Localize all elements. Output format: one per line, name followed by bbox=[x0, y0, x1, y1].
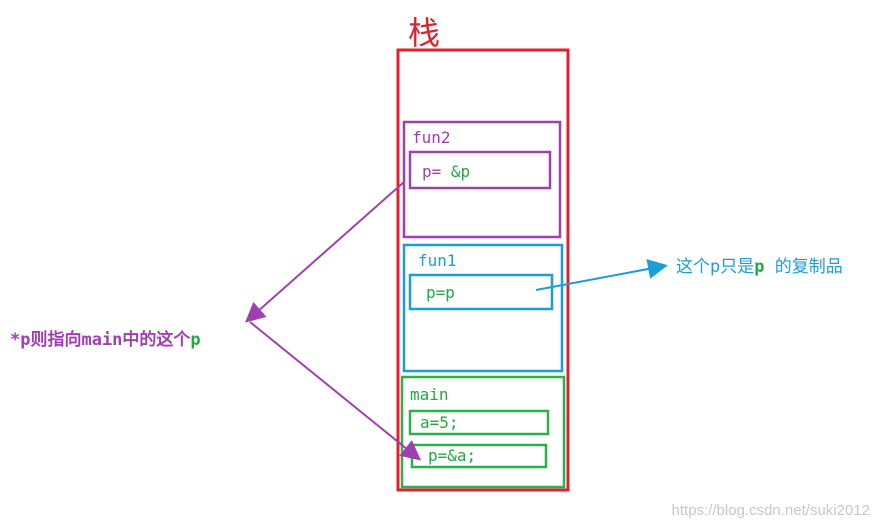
fun2-frame bbox=[402, 120, 562, 239]
fun2-var-text: p= &p bbox=[422, 162, 470, 181]
deref-annotation: *p则指向main中的这个p bbox=[10, 329, 201, 350]
fun1-var-box bbox=[408, 273, 554, 311]
fun2-var-box bbox=[408, 150, 552, 190]
watermark: https://blog.csdn.net/suki2012 bbox=[672, 502, 870, 519]
copy-annotation: 这个p只是p 的复制品 bbox=[676, 257, 843, 277]
fun1-label: fun1 bbox=[418, 251, 457, 270]
fun2-var-value: &p bbox=[451, 162, 470, 181]
main-var-a-text: a=5; bbox=[420, 413, 459, 432]
copy-annotation-part1: 这个p只是 bbox=[676, 257, 754, 277]
fun2-label: fun2 bbox=[412, 128, 451, 147]
main-var-a-box bbox=[408, 409, 550, 436]
stack-title: 栈 bbox=[408, 14, 440, 52]
pointer-arrow-to-label bbox=[245, 181, 405, 323]
main-label: main bbox=[410, 385, 449, 404]
stack-frame bbox=[396, 48, 570, 492]
copy-annotation-part3: 的复制品 bbox=[765, 257, 843, 277]
main-frame bbox=[400, 375, 566, 489]
deref-annotation-p: p bbox=[190, 330, 200, 350]
fun1-var-text: p=p bbox=[426, 283, 455, 302]
fun1-frame bbox=[402, 243, 564, 373]
copy-annotation-p: p bbox=[754, 257, 764, 277]
deref-annotation-text: *p则指向main中的这个 bbox=[10, 329, 191, 350]
fun2-var-prefix: p= bbox=[422, 162, 451, 181]
main-var-p-text: p=&a; bbox=[428, 446, 476, 465]
pointer-arrow-to-main bbox=[249, 321, 422, 461]
copy-arrow bbox=[535, 259, 668, 291]
